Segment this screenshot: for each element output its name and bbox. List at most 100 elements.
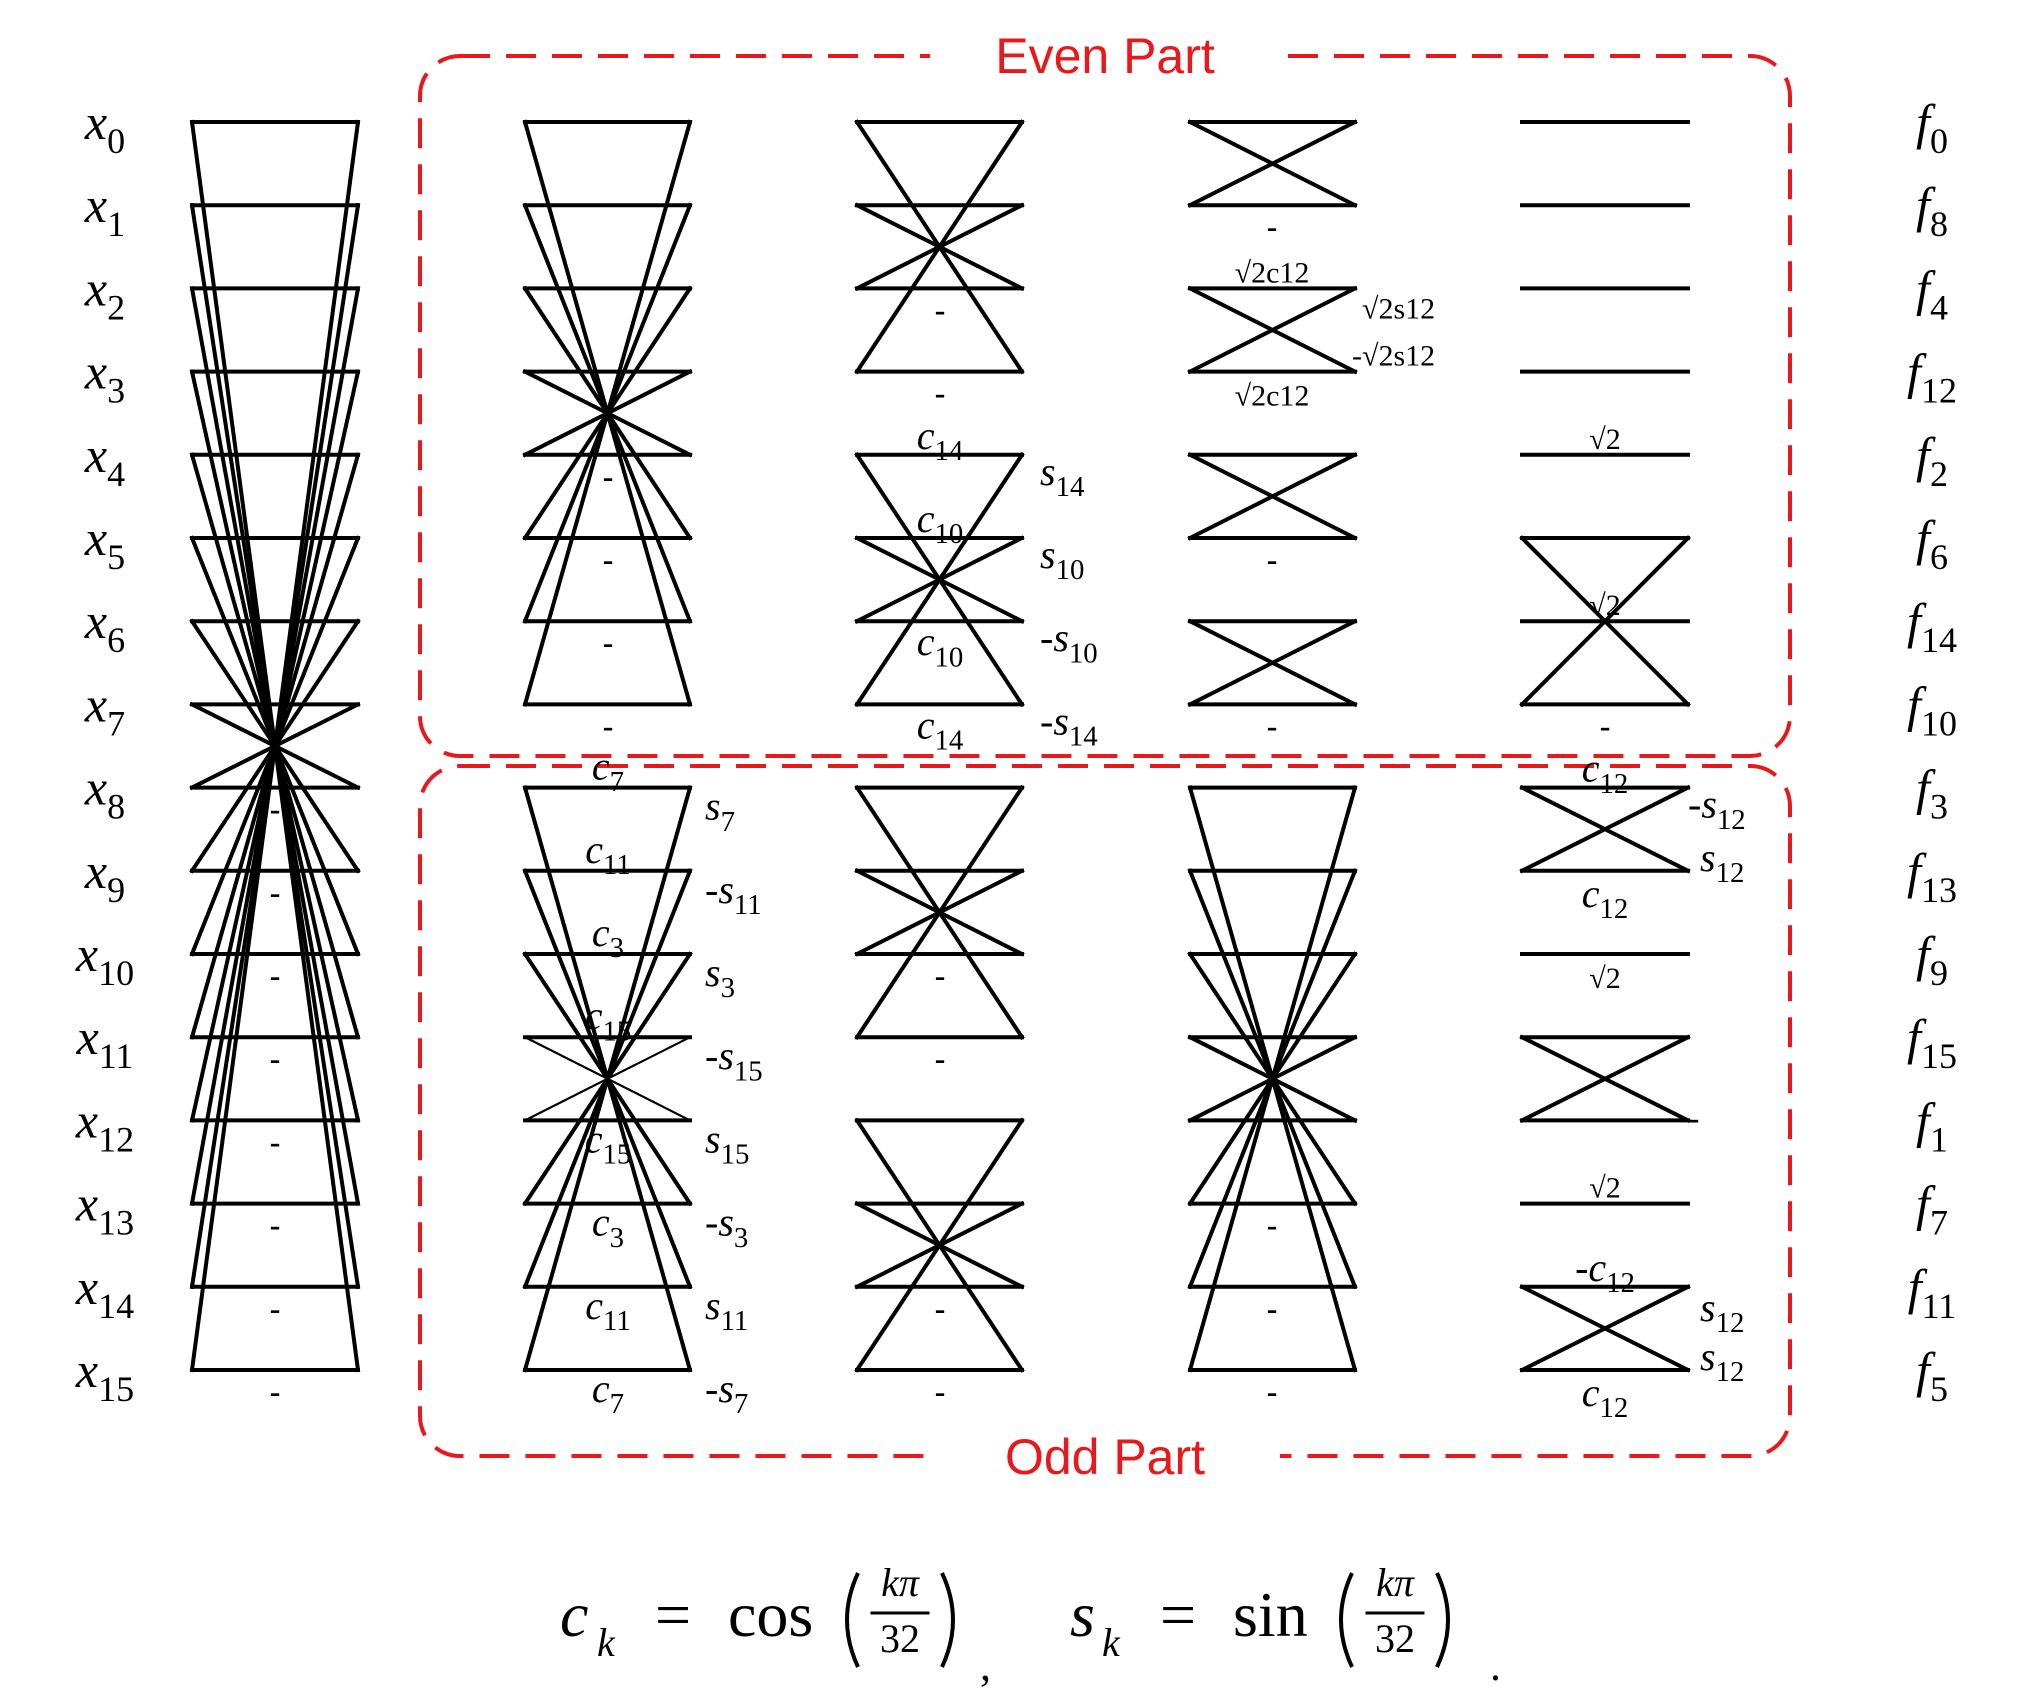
stage4-even-coef-label: √2c12	[1235, 380, 1310, 413]
stage2-odd-coef-label: s3	[705, 950, 735, 1004]
stage2-odd-coef-label: -s7	[705, 1366, 748, 1420]
stage5-sqrt2-label: √2	[1589, 1172, 1620, 1205]
input-label: x4	[84, 427, 125, 494]
stage1-minus-label: -	[269, 958, 280, 996]
formula-ck-symbol: c	[560, 1579, 588, 1650]
formula-paren	[845, 1572, 860, 1668]
formula-cos: cos	[728, 1579, 813, 1650]
formula-frac-denominator: 32	[880, 1616, 920, 1661]
stage3-odd-minus-label: -	[934, 958, 945, 996]
stage4-even-minus-label: -	[1266, 542, 1277, 580]
stage5-coef-label: c12	[1582, 746, 1629, 800]
stage4-odd-minus-label: -	[1266, 1291, 1277, 1329]
stage2-odd-coef-label: s15	[705, 1116, 749, 1170]
stage5-coef-label: s12	[1700, 1334, 1744, 1388]
output-label: f5	[1916, 1342, 1948, 1409]
stage2-even-minus-label: -	[602, 459, 613, 497]
input-label: x11	[76, 1009, 134, 1076]
formula-paren	[1435, 1572, 1450, 1668]
stage2-odd-coef-label: c7	[592, 744, 624, 798]
stage4-odd-minus-label: -	[1266, 1374, 1277, 1412]
stage2-odd-coef-label: c3	[592, 1200, 624, 1254]
odd-label-bg	[930, 1420, 1280, 1490]
stage4-even-cross	[1187, 285, 1358, 375]
stage2-odd-coef-label: c11	[585, 827, 631, 881]
stage5-coef-label: s12	[1700, 835, 1744, 889]
stage5-cross	[1519, 1034, 1691, 1124]
output-label: f14	[1907, 593, 1957, 660]
input-label: x3	[84, 344, 125, 411]
formula-separator: ,	[980, 1641, 991, 1690]
stage1-minus-label: -	[269, 875, 280, 913]
output-label: f1	[1916, 1092, 1948, 1159]
stage2-odd-coef-label: c15	[585, 993, 632, 1047]
stage2-even-minus-label: -	[602, 708, 613, 746]
stage2-odd-coef-label: s7	[705, 784, 735, 838]
output-label: f7	[1916, 1176, 1948, 1243]
stage4-odd-cross	[1187, 785, 1358, 1373]
output-label: f10	[1907, 676, 1957, 743]
stage5-sqrt2-label: √2	[1589, 962, 1620, 995]
output-label: f6	[1916, 510, 1948, 577]
stage2-odd-coef-label: c11	[585, 1283, 631, 1337]
stage5-coef-label: -s12	[1688, 782, 1746, 836]
stage5-minus-label: -	[1599, 708, 1610, 746]
stage1-cross	[189, 119, 361, 1373]
formula-separator: .	[1490, 1641, 1501, 1690]
input-label: x9	[84, 843, 125, 910]
formula-frac-denominator: 32	[1375, 1616, 1415, 1661]
output-label: f11	[1908, 1259, 1957, 1326]
stage3-even-coef-label: c10	[917, 496, 964, 550]
input-label: x8	[84, 760, 125, 827]
stage4-even-cross	[1187, 452, 1358, 541]
input-label: x6	[84, 593, 125, 660]
input-label: x5	[84, 510, 125, 577]
input-label: x0	[84, 94, 125, 161]
stage3-odd-minus-label: -	[934, 1291, 945, 1329]
stage1-minus-label: -	[269, 1374, 280, 1412]
stage4-even-minus-label: -	[1266, 209, 1277, 247]
input-label: x1	[84, 177, 125, 244]
stage5-cross	[1519, 1284, 1691, 1373]
stage2-even-minus-label: -	[602, 542, 613, 580]
formula-sin: sin	[1233, 1579, 1308, 1650]
stage3-even-minus-label: -	[934, 376, 945, 414]
input-label: x15	[75, 1342, 134, 1409]
stage3-even-minus-label: -	[934, 292, 945, 330]
stage3-odd-a-cross	[854, 784, 1025, 1040]
output-label: f9	[1916, 926, 1948, 993]
stage5-coef-label: s12	[1700, 1285, 1744, 1339]
stage3-even-rot-cross	[854, 452, 1025, 708]
formula-frac-numerator: kπ	[1376, 1560, 1415, 1605]
formula-sk-symbol: s	[1070, 1579, 1095, 1650]
stage2-odd-coef-label: -s15	[705, 1033, 763, 1087]
stage1-minus-label: -	[269, 1208, 280, 1246]
formula-paren	[940, 1572, 955, 1668]
stage3-odd-b-cross	[854, 1117, 1025, 1373]
stage4-even-coef-label: √2s12	[1362, 292, 1435, 325]
stage2-even-minus-label: -	[602, 625, 613, 663]
stage1-minus-label: -	[269, 1291, 280, 1329]
formula-paren	[1339, 1572, 1354, 1668]
stage5-sqrt2-label: √2	[1589, 423, 1620, 456]
stage5-coef-label: -c12	[1575, 1245, 1635, 1299]
output-label: f0	[1916, 94, 1948, 161]
stage4-even-cross	[1187, 618, 1358, 708]
stage5-cross	[1519, 784, 1691, 874]
stage4-odd-minus-label: -	[1266, 1208, 1277, 1246]
input-label: x12	[75, 1092, 134, 1159]
output-label: f3	[1916, 760, 1948, 827]
stage2-odd-coef-label: c3	[592, 910, 624, 964]
stage4-even-coef-label: √2c12	[1235, 256, 1310, 289]
stage5-coef-label: c12	[1582, 871, 1629, 925]
even-part-label: Even Part	[995, 28, 1215, 84]
input-label: x13	[75, 1176, 134, 1243]
stage2-odd-coef-label: -s3	[705, 1200, 748, 1254]
stage3-even-coef-label: c10	[917, 619, 964, 673]
stage3-even-coef-label: s14	[1040, 449, 1084, 503]
input-label: x14	[75, 1259, 134, 1326]
stage2-even-cross	[522, 119, 693, 707]
formula-equals: =	[1160, 1579, 1196, 1650]
stage4-even-cross	[1187, 119, 1358, 208]
